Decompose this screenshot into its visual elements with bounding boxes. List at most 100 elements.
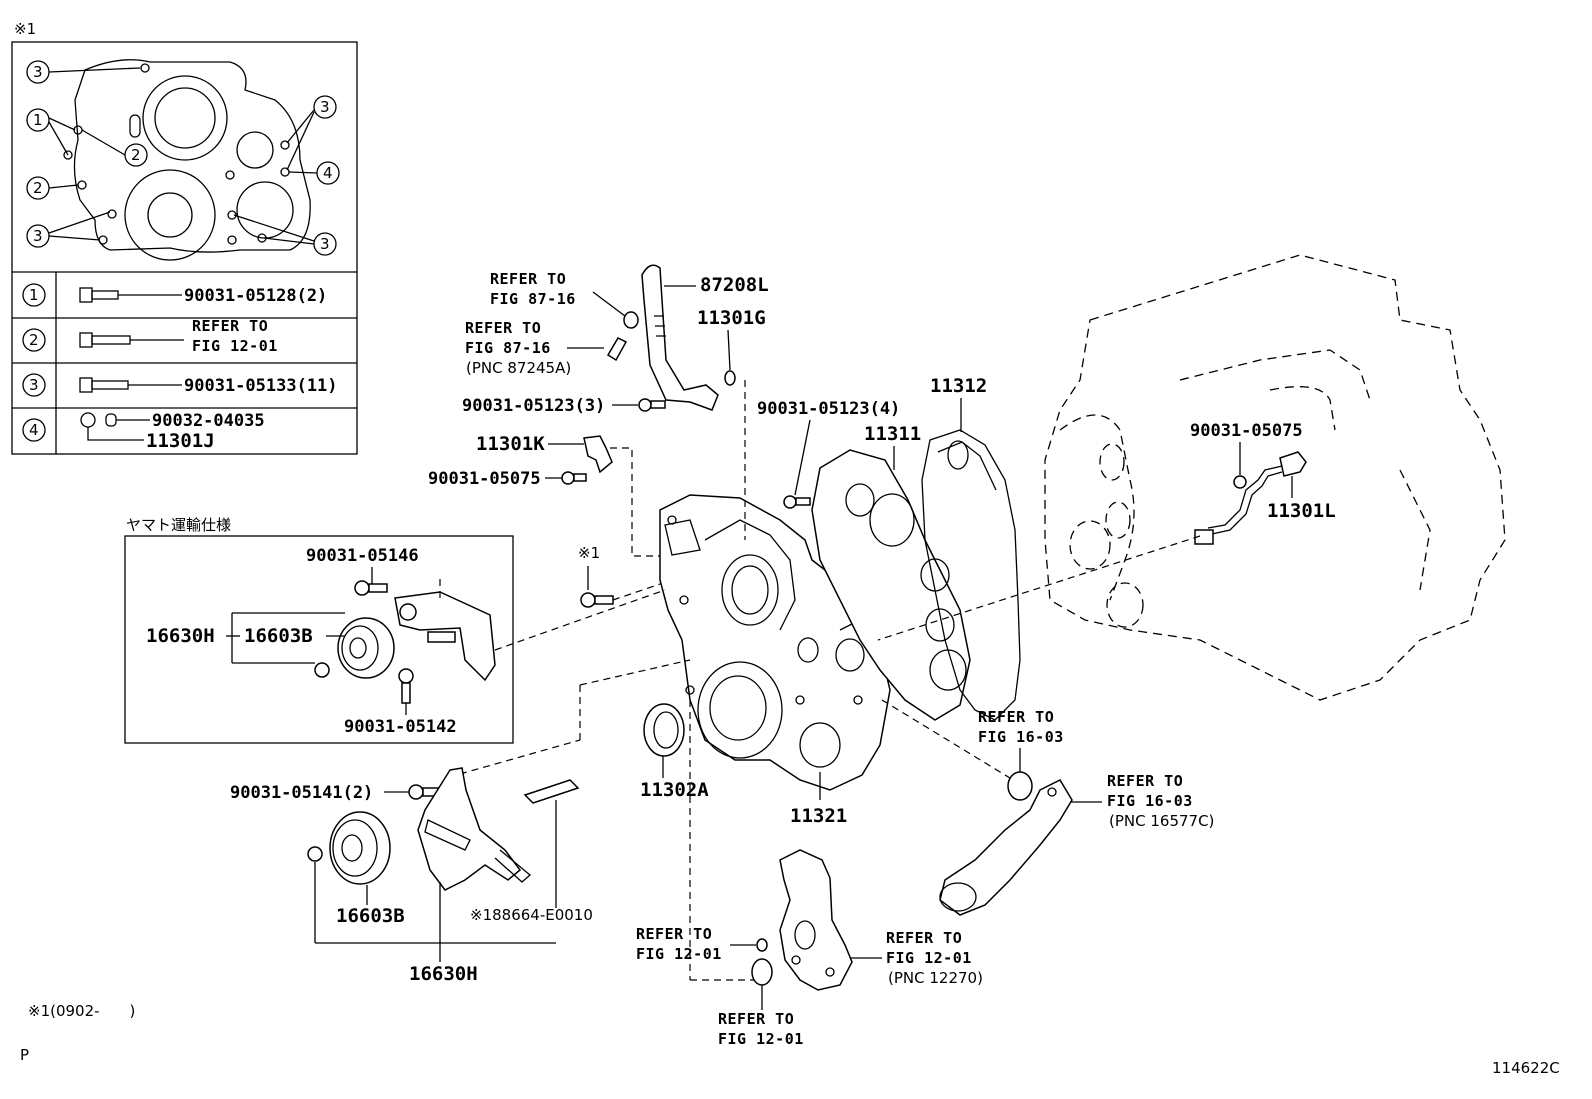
inset-marker: ※1 xyxy=(14,20,36,38)
label-bolt-05123-4: 90031-05123(4) xyxy=(757,399,900,419)
corner-p: P xyxy=(20,1046,29,1064)
refer-16-03-b-line2: FIG 16-03 xyxy=(1107,792,1193,810)
refer-12-01-b-line1: REFER TO xyxy=(886,929,962,947)
label-bolt-05141: 90031-05141(2) xyxy=(230,783,373,803)
callout-1: 1 xyxy=(33,111,43,129)
callout-3-left: 3 xyxy=(33,227,43,245)
yamato-bottom-bolt-label: 90031-05142 xyxy=(344,717,457,737)
bolt-icon xyxy=(398,668,414,704)
oil-pump-body xyxy=(779,849,853,991)
footnote-marker-1: ※1(0902- ) xyxy=(28,1002,135,1020)
refer-12-01-b-pnc: (PNC 12270) xyxy=(888,969,983,987)
label-bolt-k: 90031-05075 xyxy=(428,469,541,489)
refer-12-01-a-line2: FIG 12-01 xyxy=(636,945,722,963)
bolt-icon xyxy=(561,471,587,485)
sensor-11301L xyxy=(1194,451,1307,545)
label-16603B: 16603B xyxy=(336,905,405,927)
legend-refer-line1: REFER TO xyxy=(192,317,268,335)
refer-12-01-c-line1: REFER TO xyxy=(718,1010,794,1028)
inset-legend: 1 90031-05128(2) 2 REFER TO FIG 12-01 3 xyxy=(22,283,338,452)
legend-num-4: 4 xyxy=(29,421,39,439)
sensor-11301K xyxy=(583,435,613,474)
refer-16-03-b-pnc: (PNC 16577C) xyxy=(1109,812,1214,830)
yamato-title: ヤマト運輸仕様 xyxy=(126,516,231,534)
legend-num-1: 1 xyxy=(29,286,39,304)
tensioner-bracket xyxy=(394,591,496,682)
callout-2-b: 2 xyxy=(33,179,43,197)
refer-12-01-b-line2: FIG 12-01 xyxy=(886,949,972,967)
label-87208L: 87208L xyxy=(700,274,769,296)
label-11312: 11312 xyxy=(930,375,987,397)
nut-icon xyxy=(623,311,639,329)
label-bolt-l: 90031-05075 xyxy=(1190,421,1303,441)
refer-87-16-b-line2: FIG 87-16 xyxy=(465,339,551,357)
legend-part-1: 90031-05128(2) xyxy=(184,286,327,306)
timing-gasket-11312 xyxy=(921,429,1021,721)
water-outlet-pipe xyxy=(939,779,1073,916)
refer-12-01-c-line2: FIG 12-01 xyxy=(718,1030,804,1048)
callout-2-a: 2 xyxy=(131,146,141,164)
o-ring-icon xyxy=(756,938,768,952)
refer-87-16-a-line2: FIG 87-16 xyxy=(490,290,576,308)
callout-3-top: 3 xyxy=(33,63,43,81)
oil-seal-11302A xyxy=(643,703,685,757)
marker-1-bolt: ※1 xyxy=(578,544,600,562)
label-11302A: 11302A xyxy=(640,779,709,801)
label-11301L: 11301L xyxy=(1267,500,1336,522)
refer-87-16-b-pnc: (PNC 87245A) xyxy=(466,359,571,377)
bolt-icon xyxy=(1233,475,1247,489)
bolt-icon xyxy=(408,784,442,800)
yamato-assy-label: 16630H xyxy=(146,625,215,647)
refer-16-03-a-line1: REFER TO xyxy=(978,708,1054,726)
inset-panel: ※1 xyxy=(11,20,358,455)
refer-16-03-b-line1: REFER TO xyxy=(1107,772,1183,790)
bolt-icon xyxy=(79,332,131,348)
label-bolt-05123-3: 90031-05123(3) xyxy=(462,396,605,416)
callout-4: 4 xyxy=(323,164,333,182)
bolt-icon xyxy=(354,580,388,596)
nut-icon xyxy=(307,846,323,862)
bolt-icon xyxy=(638,398,666,412)
o-ring-icon xyxy=(1007,771,1033,801)
bolt-icon xyxy=(783,495,811,509)
yamato-top-bolt-label: 90031-05146 xyxy=(306,546,419,566)
refer-16-03-a-line2: FIG 16-03 xyxy=(978,728,1064,746)
label-11301K: 11301K xyxy=(476,433,545,455)
callout-3-bottom: 3 xyxy=(320,235,330,253)
oil-pipe-87208L xyxy=(606,264,736,411)
legend-refer-line2: FIG 12-01 xyxy=(192,337,278,355)
yamato-spec-box: ヤマト運輸仕様 90031-05146 16630H 16603B xyxy=(124,516,514,744)
pulley-16603B xyxy=(329,811,391,885)
inset-callouts: 3 1 2 2 3 3 4 3 xyxy=(26,60,340,256)
inset-cover-drawing xyxy=(63,59,311,261)
timing-gear-case-11321 xyxy=(659,494,891,791)
callout-3-right: 3 xyxy=(320,98,330,116)
figure-id: 114622C xyxy=(1492,1059,1560,1077)
o-ring-icon xyxy=(724,370,736,386)
nut-icon xyxy=(314,662,330,678)
inset-frame xyxy=(11,41,358,455)
engine-block-outline xyxy=(1044,254,1506,701)
refer-87-16-b-line1: REFER TO xyxy=(465,319,541,337)
o-ring-icon xyxy=(751,958,773,986)
nut-icon xyxy=(80,412,117,428)
tensioner-bracket-16630H xyxy=(417,767,532,891)
legend-num-2: 2 xyxy=(29,331,39,349)
refer-87-16-a-line1: REFER TO xyxy=(490,270,566,288)
pulley-icon xyxy=(337,617,395,679)
legend-part-3: 90031-05133(11) xyxy=(184,376,338,396)
legend-part-4: 90032-04035 xyxy=(152,411,265,431)
legend-num-3: 3 xyxy=(29,376,39,394)
label-11301G: 11301G xyxy=(697,307,766,329)
label-11311: 11311 xyxy=(864,423,921,445)
bolt-icon xyxy=(580,592,614,608)
legend-part-4b: 11301J xyxy=(146,430,215,452)
label-16630H: 16630H xyxy=(409,963,478,985)
stud-icon xyxy=(523,779,580,908)
label-stud: ※188664-E0010 xyxy=(470,906,593,924)
bolt-icon xyxy=(79,377,129,393)
bolt-icon xyxy=(79,287,119,303)
label-11321: 11321 xyxy=(790,805,847,827)
